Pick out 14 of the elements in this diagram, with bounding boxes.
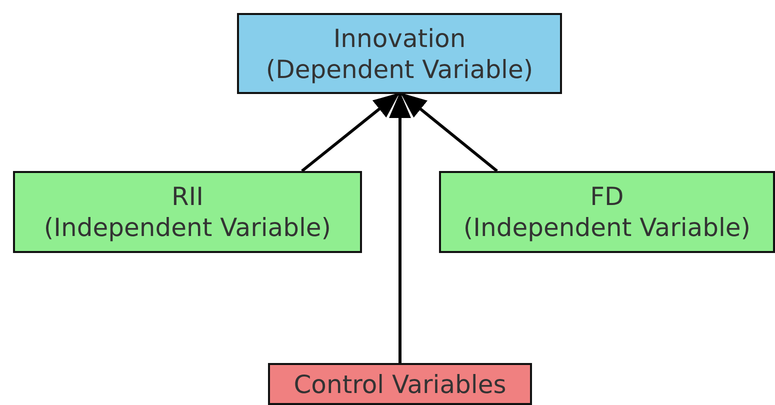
independent-variable-box <box>439 171 775 253</box>
node-label: (Independent Variable) <box>463 212 751 243</box>
independent-variable-box <box>13 171 362 253</box>
node-label: (Dependent Variable) <box>266 54 534 84</box>
control-variables-box <box>268 363 532 405</box>
node-label: Innovation <box>333 22 466 54</box>
node-label: RII <box>171 181 204 212</box>
arrow <box>389 92 411 363</box>
arrow <box>301 92 400 172</box>
node-label: FD <box>590 181 624 212</box>
node-label: Control Variables <box>294 368 506 400</box>
node-label: (Independent Variable) <box>44 212 332 243</box>
arrow <box>400 92 498 172</box>
dependent-variable-box <box>237 13 562 94</box>
